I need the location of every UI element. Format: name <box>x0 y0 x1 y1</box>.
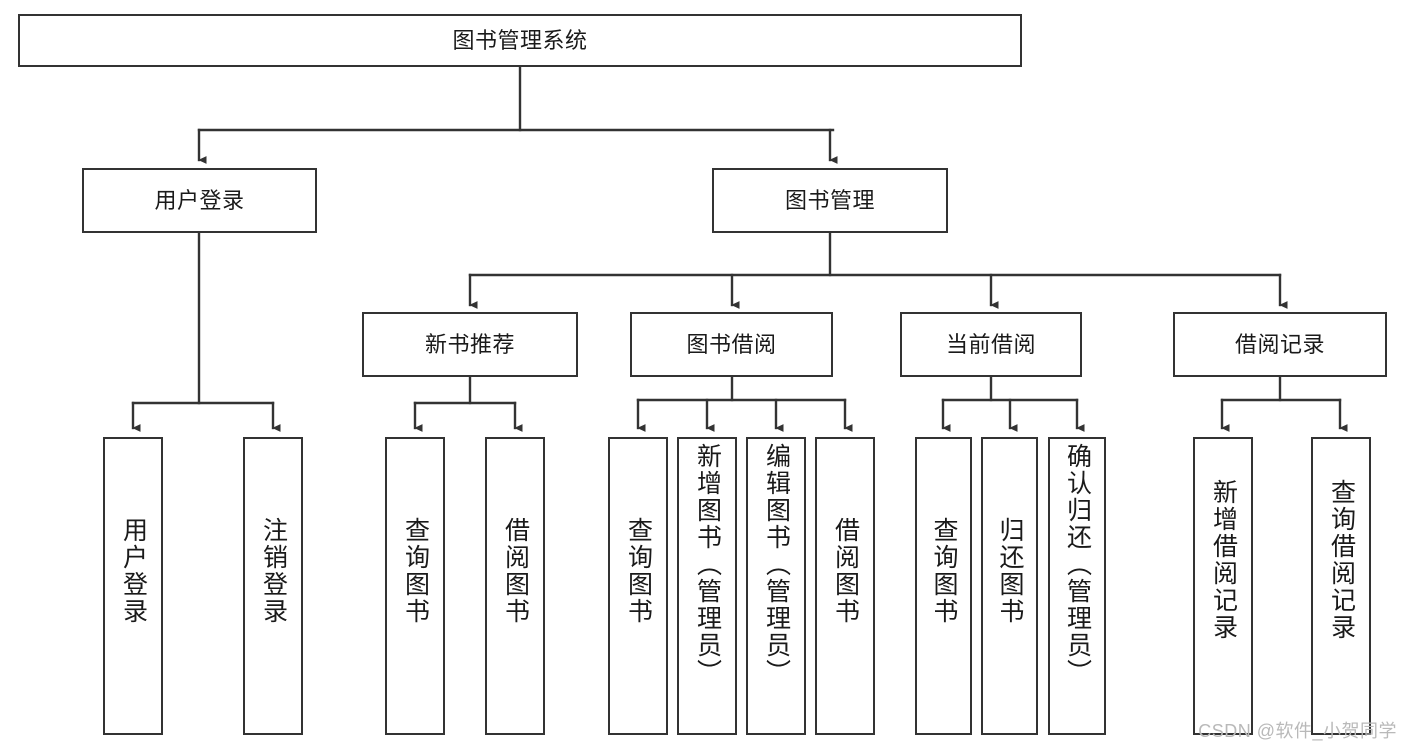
node-label: 查询图书 <box>401 517 430 625</box>
node-label: 图书管理 <box>784 187 875 213</box>
node-leaf-user-login[interactable]: 用户登录 <box>103 437 163 735</box>
node-label: 借阅图书 <box>831 517 860 625</box>
node-leaf-query-book-borrow[interactable]: 查询图书 <box>608 437 668 735</box>
node-label: 编辑图书（管理员） <box>762 443 791 686</box>
node-current-borrow[interactable]: 当前借阅 <box>900 312 1082 377</box>
node-leaf-borrow-book-recommend[interactable]: 借阅图书 <box>485 437 545 735</box>
node-label: 查询借阅记录 <box>1327 479 1356 641</box>
node-user-login[interactable]: 用户登录 <box>82 168 317 233</box>
node-label: 借阅记录 <box>1234 331 1325 357</box>
node-label: 新增借阅记录 <box>1209 479 1238 641</box>
node-leaf-add-book-admin[interactable]: 新增图书（管理员） <box>677 437 737 735</box>
node-label: 确认归还（管理员） <box>1063 443 1092 686</box>
node-book-borrow[interactable]: 图书借阅 <box>630 312 833 377</box>
node-leaf-query-borrow-record[interactable]: 查询借阅记录 <box>1311 437 1371 735</box>
node-book-management[interactable]: 图书管理 <box>712 168 948 233</box>
node-label: 新书推荐 <box>424 331 515 357</box>
node-leaf-query-book-recommend[interactable]: 查询图书 <box>385 437 445 735</box>
node-label: 查询图书 <box>624 517 653 625</box>
node-leaf-query-book-current[interactable]: 查询图书 <box>915 437 972 735</box>
node-leaf-edit-book-admin[interactable]: 编辑图书（管理员） <box>746 437 806 735</box>
node-label: 当前借阅 <box>945 331 1036 357</box>
node-label: 用户登录 <box>154 187 245 213</box>
node-root-system[interactable]: 图书管理系统 <box>18 14 1022 67</box>
node-leaf-logout[interactable]: 注销登录 <box>243 437 303 735</box>
node-leaf-confirm-return-admin[interactable]: 确认归还（管理员） <box>1048 437 1106 735</box>
node-label: 归还图书 <box>996 517 1024 625</box>
node-new-book-recommend[interactable]: 新书推荐 <box>362 312 578 377</box>
node-label: 图书借阅 <box>686 331 777 357</box>
node-leaf-return-book[interactable]: 归还图书 <box>981 437 1038 735</box>
csdn-watermark: CSDN @软件_小贺同学 <box>1198 721 1397 741</box>
node-label: 图书管理系统 <box>452 27 588 53</box>
node-label: 查询图书 <box>930 517 958 625</box>
node-leaf-borrow-book[interactable]: 借阅图书 <box>815 437 875 735</box>
node-label: 新增图书（管理员） <box>693 443 722 686</box>
node-label: 用户登录 <box>119 517 148 625</box>
node-label: 注销登录 <box>259 517 288 625</box>
node-label: 借阅图书 <box>501 517 530 625</box>
node-leaf-add-borrow-record[interactable]: 新增借阅记录 <box>1193 437 1253 735</box>
node-borrow-records[interactable]: 借阅记录 <box>1173 312 1387 377</box>
